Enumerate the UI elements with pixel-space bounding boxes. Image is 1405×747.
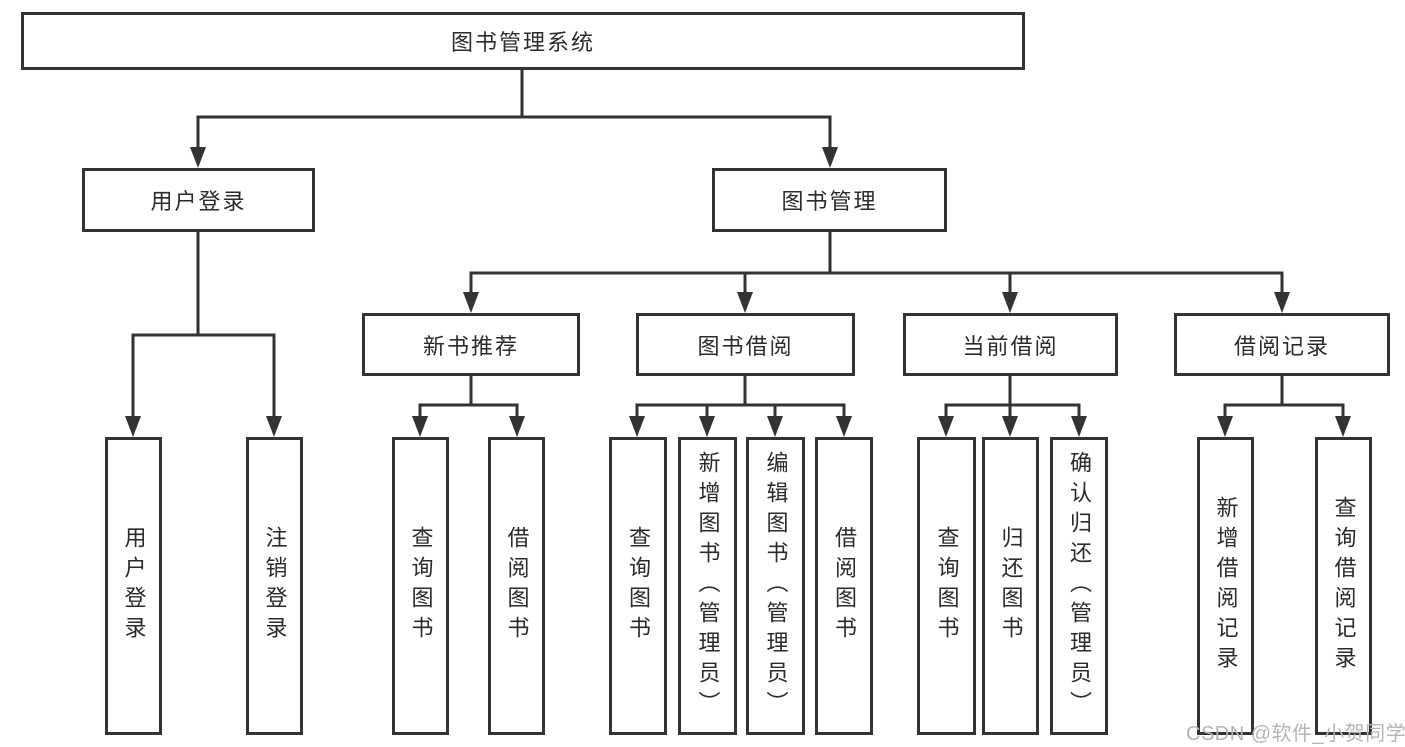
node-book-management: 图书管理 xyxy=(712,168,947,232)
leaf-label: 查询图书 xyxy=(626,526,651,646)
leaf-query-books-borrow: 查询图书 xyxy=(609,437,667,735)
node-borrowing-records: 借阅记录 xyxy=(1174,313,1390,376)
leaf-logout: 注销登录 xyxy=(246,437,303,735)
leaf-borrow-books: 借阅图书 xyxy=(815,437,873,735)
arrowheads xyxy=(125,147,1351,437)
leaf-confirm-return-admin: 确认归还（管理员） xyxy=(1050,437,1108,735)
node-book-borrowing: 图书借阅 xyxy=(636,313,855,376)
leaf-label: 借阅图书 xyxy=(832,526,857,646)
leaf-edit-book-admin: 编辑图书（管理员） xyxy=(746,437,805,735)
leaf-label: 归还图书 xyxy=(998,526,1024,646)
leaf-label: 查询借阅记录 xyxy=(1331,496,1357,676)
leaf-add-borrow-record: 新增借阅记录 xyxy=(1197,437,1254,735)
leaf-label: 查询图书 xyxy=(934,526,960,646)
leaf-label: 新增图书（管理员） xyxy=(695,451,721,721)
node-current-borrowing: 当前借阅 xyxy=(903,313,1118,376)
leaf-label: 新增借阅记录 xyxy=(1213,496,1239,676)
csdn-watermark: CSDN @软件_小贺同学 xyxy=(1186,723,1405,745)
leaf-borrow-books-recommend: 借阅图书 xyxy=(488,437,545,735)
node-user-login: 用户登录 xyxy=(82,168,315,232)
leaf-add-book-admin: 新增图书（管理员） xyxy=(678,437,737,735)
leaf-query-books-recommend: 查询图书 xyxy=(392,437,449,735)
leaf-label: 编辑图书（管理员） xyxy=(763,451,789,721)
leaf-query-books-current: 查询图书 xyxy=(917,437,976,735)
leaf-label: 用户登录 xyxy=(121,526,147,646)
node-library-management-system: 图书管理系统 xyxy=(21,12,1025,70)
leaf-user-login: 用户登录 xyxy=(105,437,162,735)
connector-paths xyxy=(131,70,1345,416)
node-new-book-recommendation: 新书推荐 xyxy=(362,313,580,376)
leaf-label: 查询图书 xyxy=(408,526,434,646)
leaf-label: 借阅图书 xyxy=(504,526,530,646)
leaf-label: 注销登录 xyxy=(262,526,288,646)
leaf-query-borrow-record: 查询借阅记录 xyxy=(1315,437,1372,735)
leaf-label: 确认归还（管理员） xyxy=(1067,451,1092,721)
leaf-return-book: 归还图书 xyxy=(982,437,1039,735)
